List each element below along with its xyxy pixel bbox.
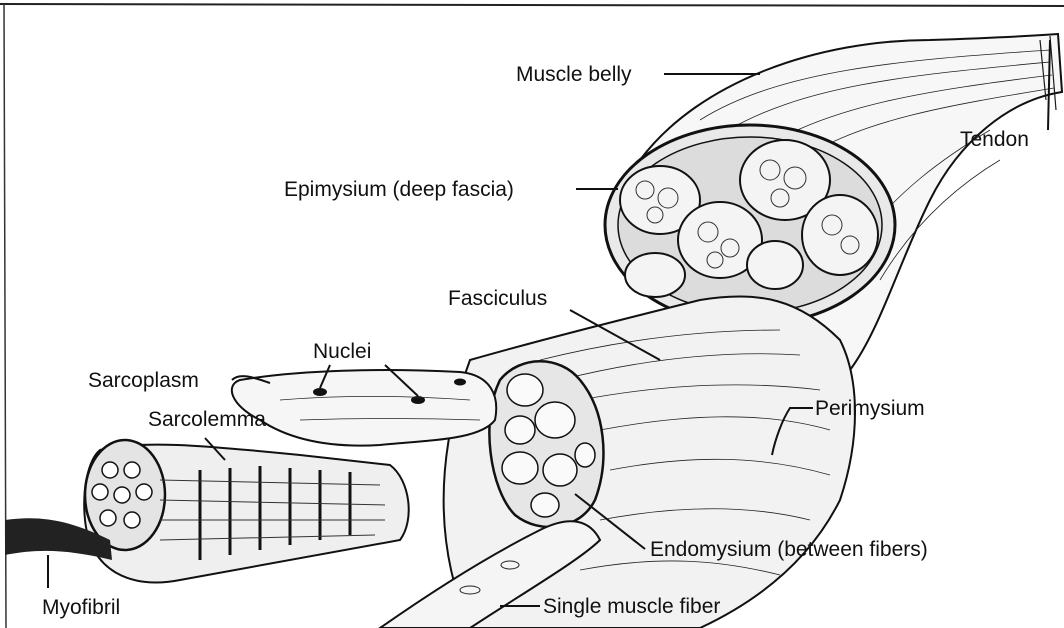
muscle-fiber-with-nuclei: [232, 370, 496, 446]
label-perimysium: Perimysium: [815, 397, 925, 420]
label-endomysium: Endomysium (between fibers): [650, 538, 928, 561]
label-single-fiber: Single muscle fiber: [543, 595, 720, 618]
muscle-cross-section: [605, 125, 895, 325]
label-myofibril: Myofibril: [42, 596, 120, 619]
label-muscle-belly: Muscle belly: [516, 63, 632, 86]
label-epimysium: Epimysium (deep fascia): [284, 178, 514, 201]
myofibril-bundle: [5, 440, 409, 583]
label-fasciculus: Fasciculus: [448, 287, 547, 310]
top-border: [0, 4, 1064, 6]
label-sarcoplasm: Sarcoplasm: [88, 369, 199, 392]
label-sarcolemma: Sarcolemma: [148, 408, 266, 431]
label-nuclei: Nuclei: [313, 340, 371, 363]
label-tendon: Tendon: [960, 128, 1029, 151]
